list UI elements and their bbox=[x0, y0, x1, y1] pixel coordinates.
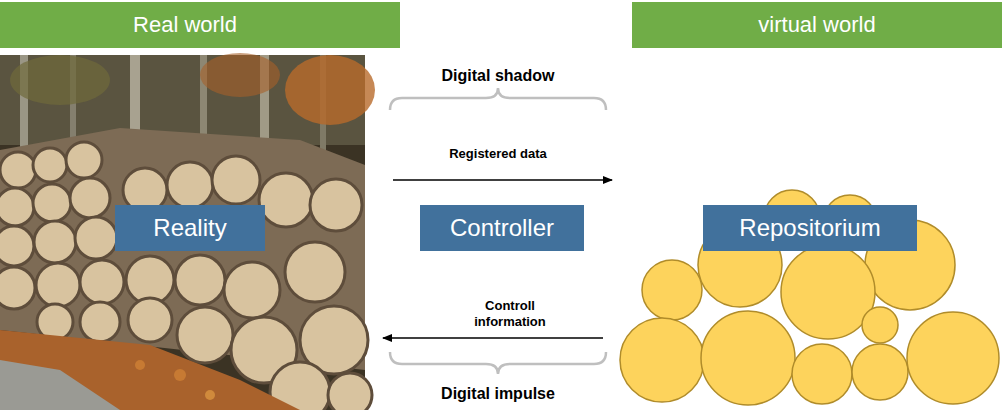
node-label: Real world bbox=[133, 12, 237, 37]
world-band: Real world bbox=[0, 2, 400, 48]
section-title: Digital impulse bbox=[398, 384, 598, 403]
repository-circles bbox=[620, 190, 999, 405]
data-arrow bbox=[393, 179, 612, 181]
world-band: virtual world bbox=[632, 2, 1002, 48]
process-box: Controller bbox=[420, 205, 584, 251]
node-label: Repositorium bbox=[739, 214, 880, 242]
control-arrow bbox=[383, 337, 603, 339]
node-label: virtual world bbox=[758, 12, 875, 37]
process-box: Reality bbox=[115, 205, 265, 251]
node-label: Reality bbox=[153, 214, 226, 242]
process-box: Repositorium bbox=[703, 205, 917, 251]
brace bbox=[390, 352, 606, 374]
node-label: Controller bbox=[450, 214, 554, 242]
arrow-label: Controll information bbox=[465, 298, 555, 329]
log-photo bbox=[0, 53, 375, 410]
brace bbox=[390, 88, 606, 110]
section-title: Digital shadow bbox=[398, 66, 598, 85]
arrow-label: Registered data bbox=[398, 146, 598, 162]
